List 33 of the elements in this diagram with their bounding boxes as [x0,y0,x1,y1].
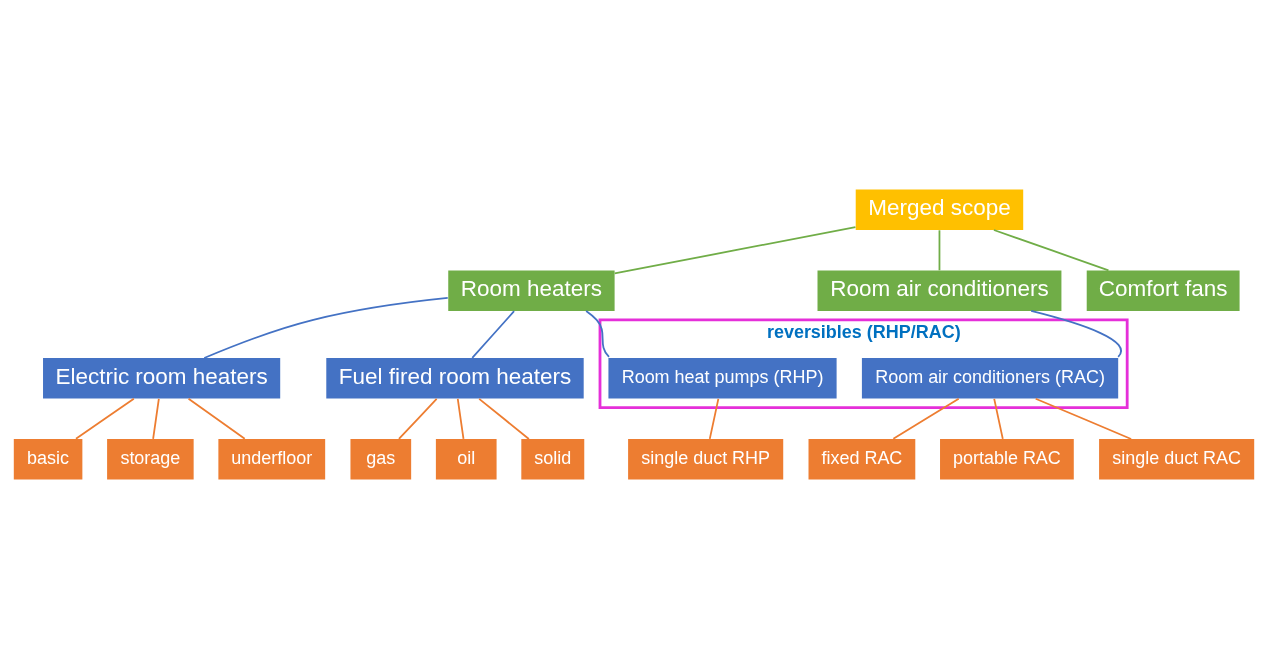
node-box: underfloor [218,438,326,479]
connector [152,397,160,440]
connector [478,397,530,440]
node-box: Electric room heaters [43,357,281,399]
node-box: Room heat pumps (RHP) [608,357,837,399]
connector [75,397,135,440]
connector [1034,397,1133,440]
connector [398,397,438,440]
node-box: storage [107,438,194,479]
connector [708,397,720,440]
node-box: fixed RAC [808,438,916,479]
connector [892,397,960,440]
node-box: oil [435,438,497,479]
connector [471,309,515,359]
connector [613,225,857,274]
node-box: Merged scope [855,189,1024,230]
node-box: Fuel fired room heaters [326,357,584,399]
node-box: single duct RAC [1099,438,1255,479]
connector [203,296,449,359]
connector [938,228,941,271]
node-box: basic [13,438,83,479]
node-box: Room heaters [448,269,615,311]
node-box: portable RAC [940,438,1074,479]
node-box: single duct RHP [628,438,784,479]
connector [993,397,1004,440]
node-box: Comfort fans [1086,269,1240,311]
node-box: gas [350,438,412,479]
node-box: Room air conditioners [817,269,1062,311]
node-box: solid [521,438,585,479]
connector [456,397,465,440]
node-box: Room air conditioners (RAC) [861,357,1119,399]
connector [187,397,246,440]
connector [993,228,1110,271]
